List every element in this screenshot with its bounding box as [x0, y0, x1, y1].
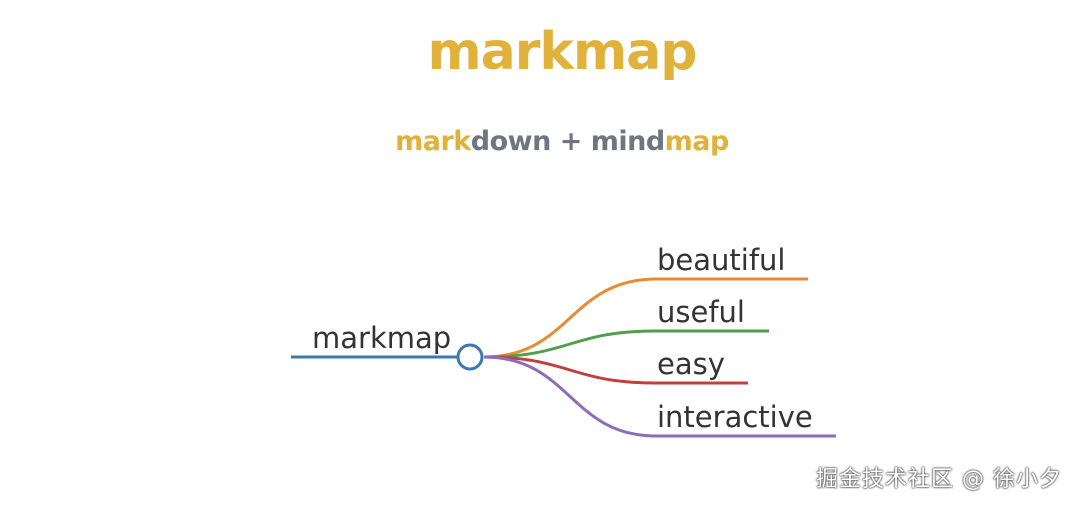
subtitle-down-mind: down + mind [470, 126, 665, 157]
root-collapse-toggle[interactable] [456, 343, 484, 371]
subtitle-map: map [664, 126, 730, 157]
branch-useful [483, 329, 769, 359]
node-interactive-label[interactable]: interactive [657, 400, 813, 434]
node-useful-label[interactable]: useful [657, 295, 745, 329]
node-beautiful-label[interactable]: beautiful [657, 243, 785, 277]
branch-interactive [483, 355, 836, 438]
page-subtitle: markdown + mindmap [0, 128, 1080, 155]
root-node-label[interactable]: markmap [312, 321, 451, 355]
page-title: markmap [427, 22, 698, 82]
watermark: 掘金技术社区 @ 徐小夕 [816, 467, 1062, 492]
branch-beautiful [483, 277, 808, 359]
subtitle-mark: mark [395, 126, 471, 157]
node-easy-label[interactable]: easy [657, 347, 725, 381]
branch-easy [483, 355, 748, 385]
